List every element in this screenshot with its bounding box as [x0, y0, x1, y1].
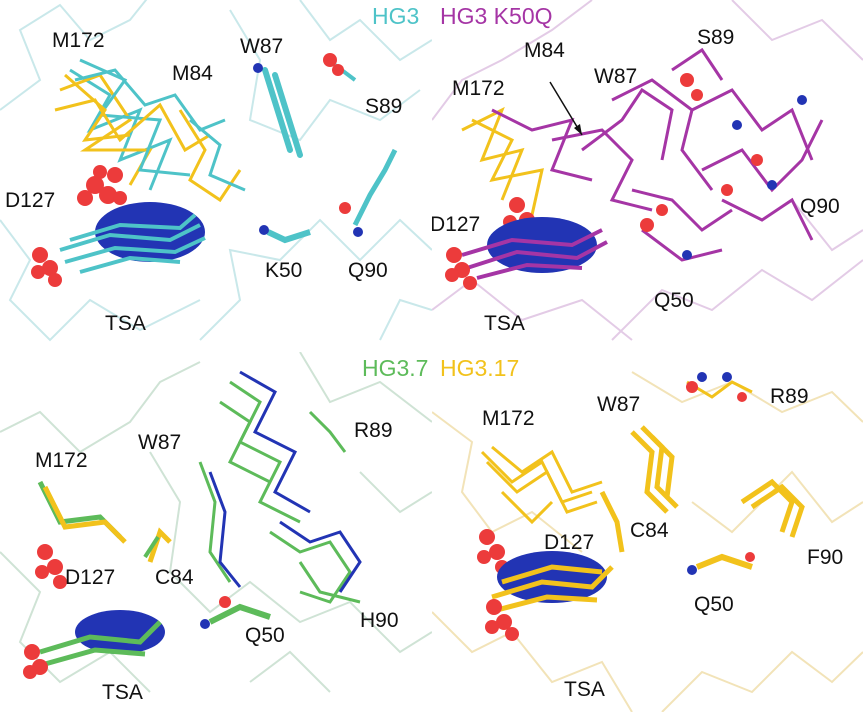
tsa-oxygens	[31, 247, 62, 287]
m172-ensemble	[480, 445, 603, 525]
r89-ensemble	[686, 372, 753, 402]
backbone-trace	[432, 0, 863, 341]
c84-residue	[599, 490, 625, 553]
c84-residue	[143, 527, 172, 563]
label-c84: C84	[630, 519, 669, 542]
backbone-trace	[0, 0, 432, 342]
label-tsa: TSA	[105, 312, 146, 335]
tsa-ensemble	[59, 213, 206, 274]
tsa-ensemble	[461, 228, 608, 280]
label-d127: D127	[544, 531, 595, 554]
label-m84: M84	[524, 39, 565, 62]
label-w87: W87	[597, 393, 641, 416]
s89-ensemble	[323, 53, 357, 82]
w87-ensemble	[262, 67, 303, 158]
label-m172: M172	[35, 449, 88, 472]
panel-hg3-k50q: M172 M84 W87 S89 D127 Q50 Q90 TSA	[432, 0, 863, 348]
label-m172: M172	[452, 77, 505, 100]
title-hg3-k50q: HG3 K50Q	[440, 3, 553, 29]
m172-residue	[37, 480, 127, 544]
label-w87: W87	[138, 431, 182, 454]
label-m172: M172	[482, 407, 535, 430]
panel-hg3: M172 M84 W87 S89 D127 K50 Q90 TSA	[0, 0, 432, 348]
title-hg3-17: HG3.17	[440, 355, 520, 381]
label-m84: M84	[172, 62, 213, 85]
label-q50: Q50	[694, 593, 734, 616]
tsa-ring	[497, 551, 607, 603]
tsa-ensemble	[39, 620, 162, 667]
q50-residue	[687, 552, 755, 575]
w87-ensemble	[630, 425, 679, 514]
label-tsa: TSA	[564, 678, 605, 701]
label-c84: C84	[155, 566, 194, 589]
label-w87: W87	[594, 65, 638, 88]
label-d127: D127	[5, 189, 56, 212]
k50-residue	[259, 225, 311, 244]
label-tsa: TSA	[102, 681, 143, 704]
backbone-trace	[432, 371, 863, 712]
d127-oxygens	[477, 529, 509, 574]
label-m172: M172	[52, 29, 105, 52]
q90-residue	[339, 148, 398, 237]
panel-hg3-17: M172 W87 R89 D127 C84 F90 Q50 TSA	[432, 352, 863, 712]
label-s89: S89	[697, 26, 735, 49]
label-r89: R89	[354, 419, 393, 442]
label-w87: W87	[240, 35, 284, 58]
label-s89: S89	[365, 95, 403, 118]
label-tsa: TSA	[484, 312, 525, 335]
hg3-7-structure-ensemble	[0, 352, 432, 693]
ensemble-sticks	[461, 47, 824, 262]
oxygen-atoms	[503, 73, 763, 232]
label-q50: Q50	[245, 624, 285, 647]
nitrogen-atoms	[682, 95, 807, 260]
label-q90: Q90	[348, 259, 388, 282]
f90-ensemble	[740, 478, 805, 538]
hg3-k50q-structure-ensemble	[432, 0, 863, 341]
tsa-oxygens	[23, 644, 48, 679]
m84-pointer-arrowhead	[574, 124, 582, 135]
label-f90: F90	[807, 546, 844, 569]
tsa-ensemble	[491, 564, 614, 613]
ensemble-sticks	[198, 370, 362, 604]
d127-oxygens	[35, 544, 67, 589]
tsa-oxygens	[485, 599, 519, 641]
label-q50: Q50	[654, 289, 694, 312]
title-hg3-7: HG3.7	[362, 355, 429, 381]
panel-hg3-7: M172 W87 R89 D127 C84 Q50 H90 TSA	[0, 352, 432, 712]
d127-oxygen-cluster	[77, 165, 127, 206]
hg3-structure-ensemble	[0, 0, 432, 342]
m172-m84-ensemble	[54, 58, 246, 203]
label-h90: H90	[360, 609, 399, 632]
q50-residue	[200, 596, 271, 629]
title-hg3: HG3	[372, 3, 420, 29]
label-d127: D127	[432, 213, 481, 236]
m84-pointer-line	[549, 81, 583, 136]
tsa-oxygens	[445, 247, 477, 290]
label-r89: R89	[770, 385, 809, 408]
label-d127: D127	[65, 566, 116, 589]
label-k50: K50	[265, 259, 303, 282]
label-q90: Q90	[800, 195, 840, 218]
hg3-17-structure-ensemble	[432, 371, 863, 712]
w87-nitrogen	[253, 63, 263, 73]
